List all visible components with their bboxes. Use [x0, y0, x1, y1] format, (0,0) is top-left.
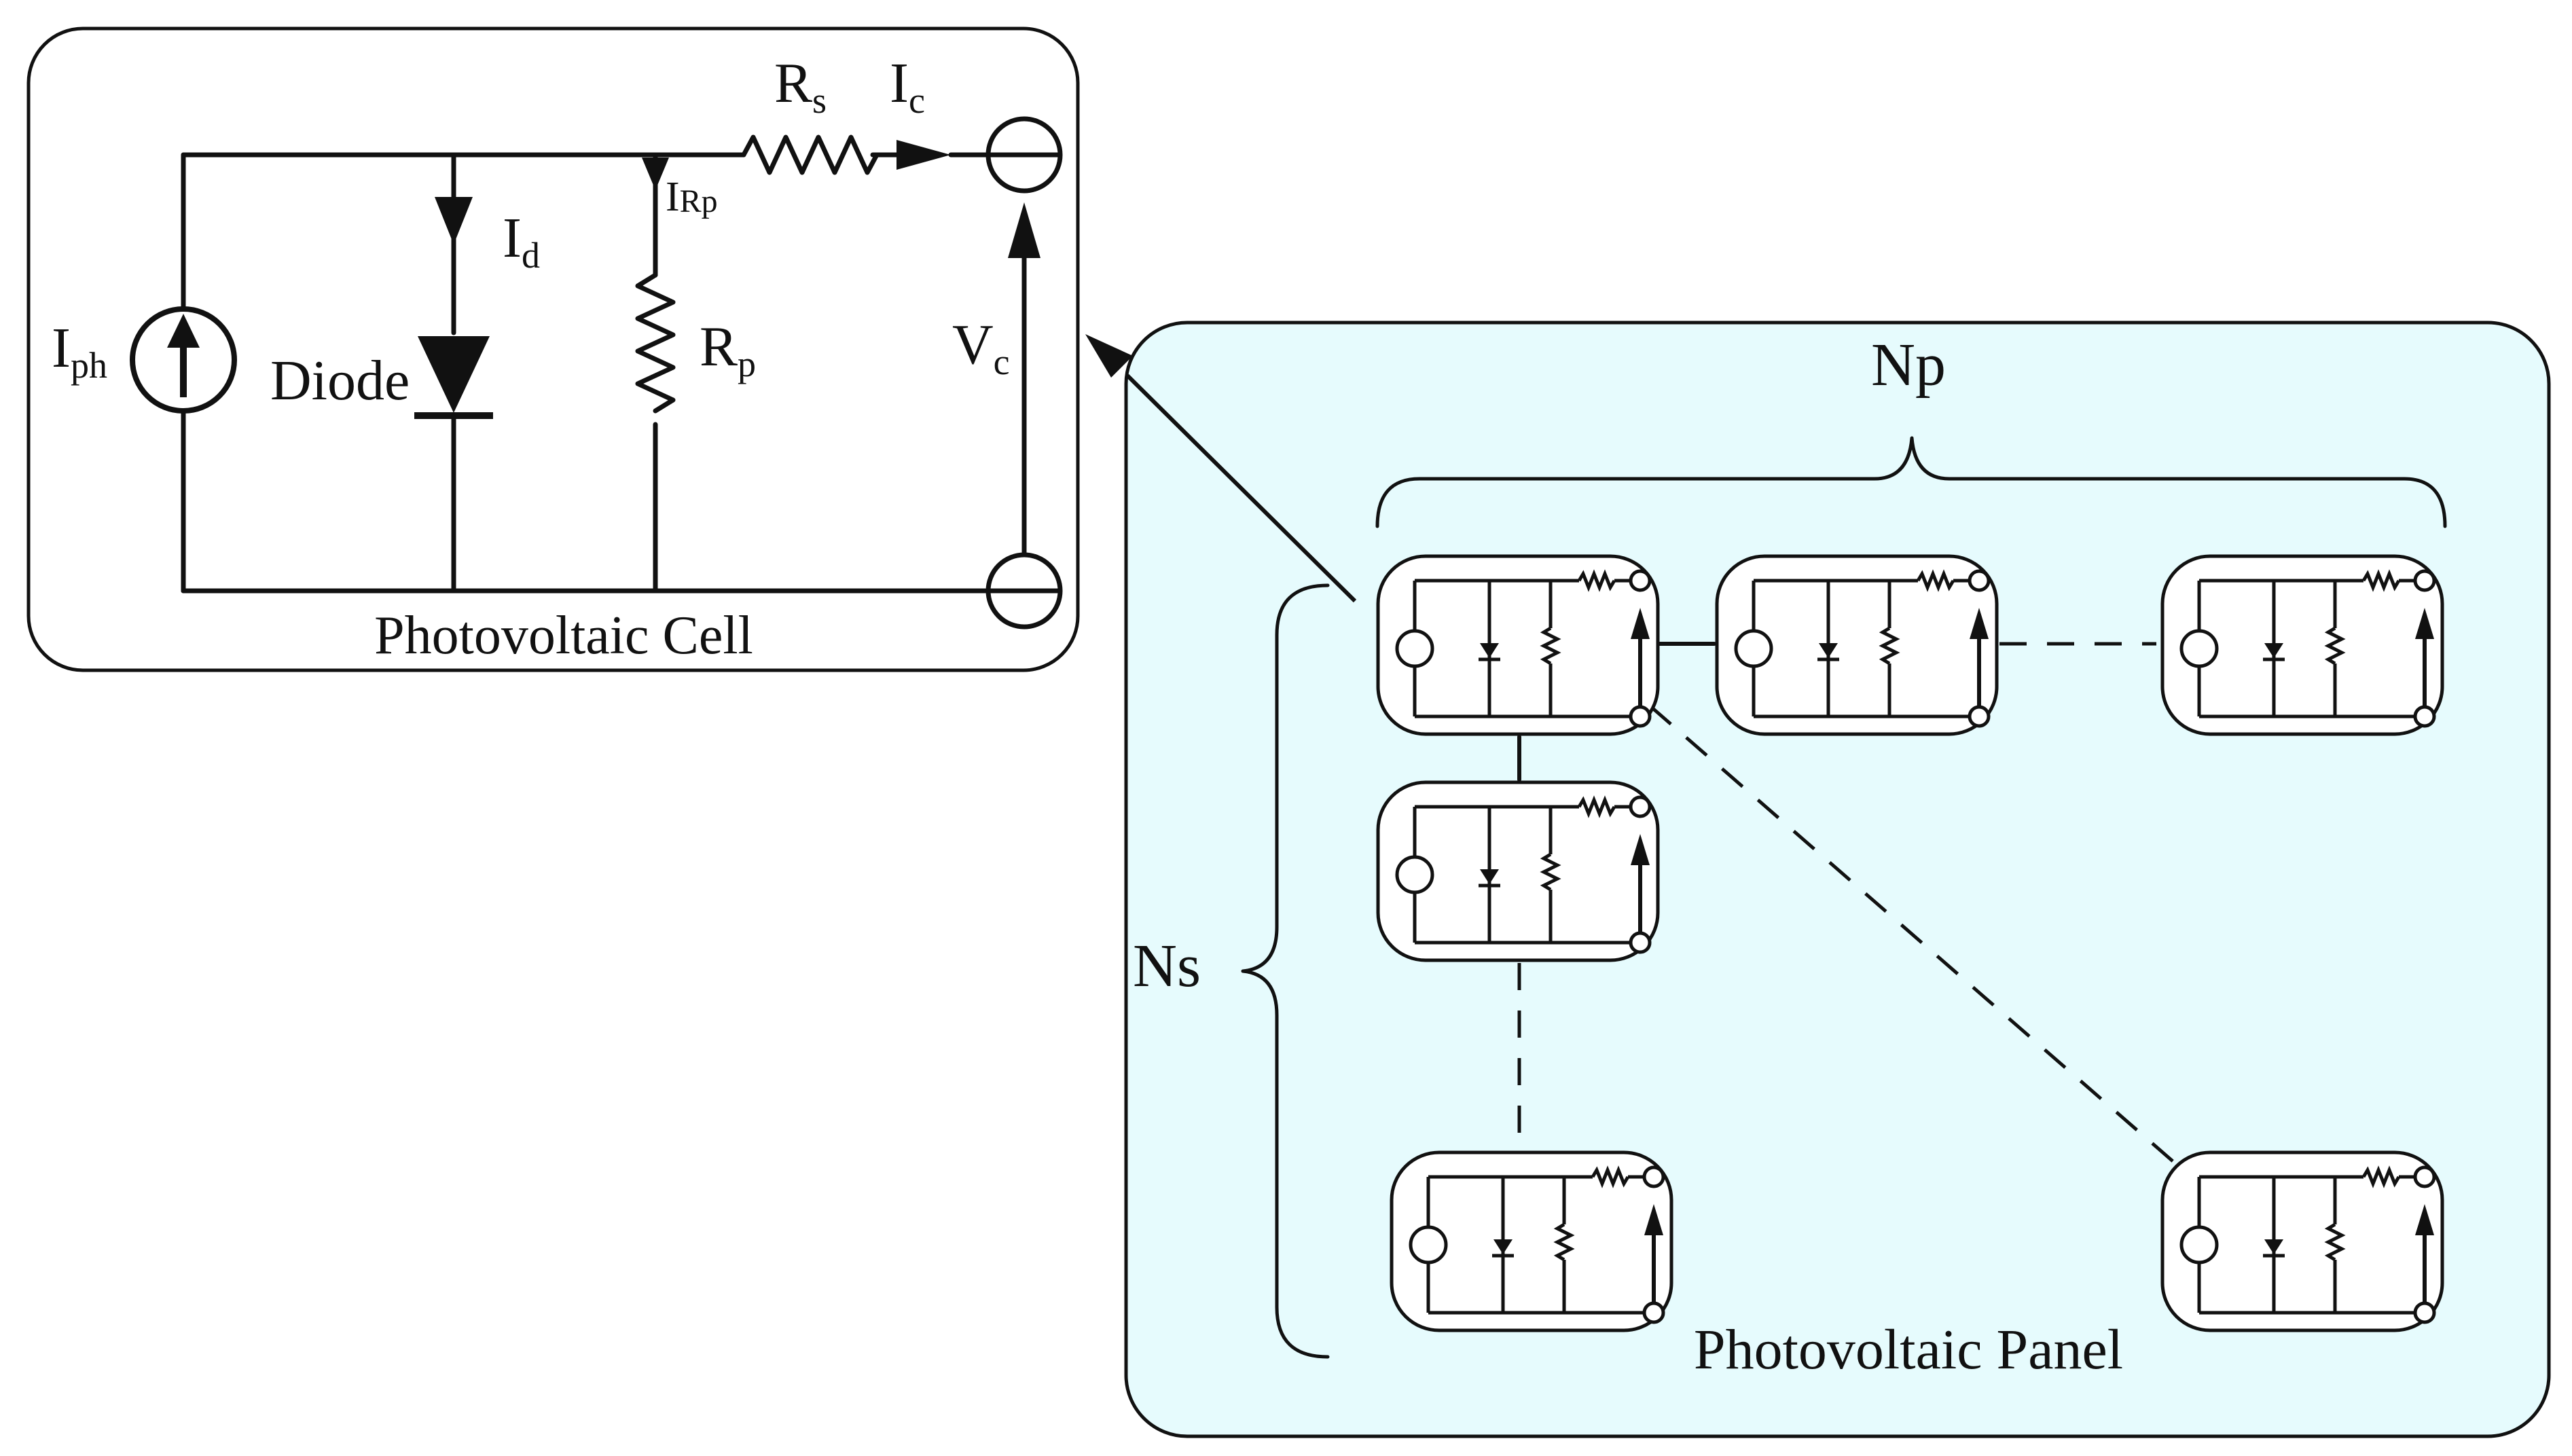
panel-cell-r3c1: [1392, 1152, 1671, 1330]
cell-title: Photovoltaic Cell: [374, 606, 753, 666]
panel-cell-r1c3: [2162, 556, 2442, 734]
cell-labels: Rs Ic IRp Id Iph Diode Rp Vc Photovoltai…: [52, 52, 1010, 666]
label-diode: Diode: [270, 349, 410, 412]
label-ic: Ic: [890, 52, 925, 121]
label-irp: IRp: [666, 174, 718, 220]
ns-label: Ns: [1133, 932, 1201, 1000]
label-rp: Rp: [700, 315, 756, 384]
np-label: Np: [1871, 331, 1946, 399]
label-iph: Iph: [52, 316, 107, 386]
cell-circuit: [130, 116, 1063, 630]
panel-cell-r2c1: [1378, 782, 1658, 960]
panel-title: Photovoltaic Panel: [1694, 1318, 2123, 1381]
label-rs: Rs: [774, 52, 827, 121]
panel-cell-r3c3: [2162, 1152, 2442, 1330]
cell-connections: [1517, 642, 2178, 1166]
photovoltaic-cell-box: [26, 26, 1080, 672]
np-brace: [1375, 436, 2447, 528]
label-vc: Vc: [952, 313, 1010, 382]
panel-cell-r1c1: [1378, 556, 1658, 734]
ns-brace: [1241, 583, 1330, 1359]
zoom-arrow: [1085, 334, 1357, 603]
panel-cell-r1c2: [1717, 556, 1997, 734]
label-id: Id: [503, 206, 540, 276]
